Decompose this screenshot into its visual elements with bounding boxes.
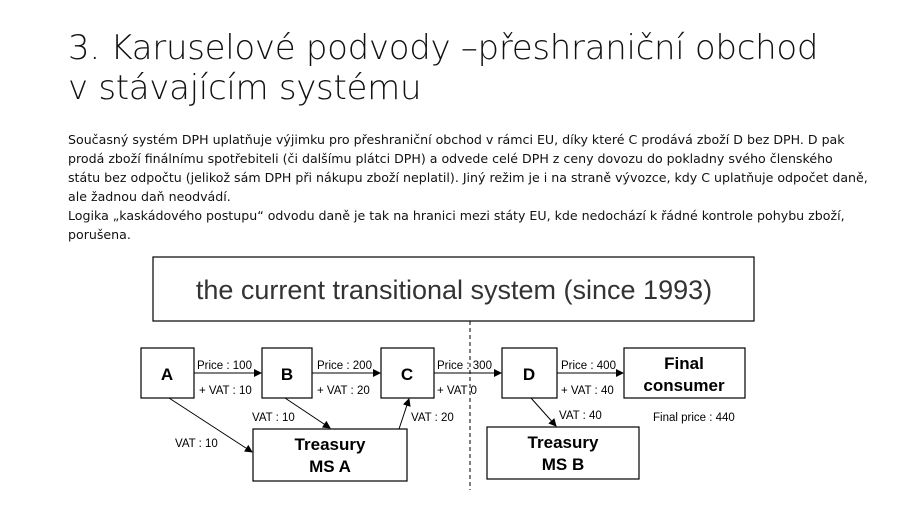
label-bc-price: Price : 200 (317, 360, 372, 372)
label-ab-vat: + VAT : 10 (199, 385, 252, 397)
title-line-1: 3. Karuselové podvody –přeshraniční obch… (68, 28, 819, 68)
arrow-d-treasury-b (530, 397, 557, 427)
node-final-consumer (623, 347, 746, 399)
final-consumer-line-1: Final (664, 354, 704, 373)
banner-text: the current transitional system (since 1… (196, 275, 712, 305)
node-c-label: C (401, 365, 413, 384)
treasury-a-line-1: Treasury (295, 435, 366, 454)
slide-title: 3. Karuselové podvody –přeshraniční obch… (68, 28, 818, 108)
banner-box (152, 256, 755, 322)
label-cd-price: Price : 300 (437, 360, 492, 372)
final-consumer-line-2: consumer (643, 376, 725, 395)
label-cd-vat: + VAT 0 (437, 385, 477, 397)
treasury-b-line-2: MS B (542, 455, 585, 474)
body-paragraph-2: Logika „kaskádového postupu“ odvodu daně… (68, 208, 845, 242)
label-ab-price: Price : 100 (197, 360, 252, 372)
node-a-label: A (161, 365, 173, 384)
label-b-treasury-vat: VAT : 10 (252, 412, 295, 424)
node-b (261, 347, 313, 399)
node-b-label: B (281, 365, 293, 384)
label-final-price: Final price : 440 (653, 412, 735, 424)
title-line-2: v stávajícím systému (68, 68, 422, 108)
label-a-treasury-vat: VAT : 10 (175, 438, 218, 450)
arrow-b-treasury-a (284, 397, 331, 429)
label-bc-vat: + VAT : 20 (317, 385, 370, 397)
node-d-label: D (523, 365, 535, 384)
label-df-vat: + VAT : 40 (561, 385, 614, 397)
body-paragraph-1: Současný systém DPH uplatňuje výjimku pr… (68, 132, 868, 204)
treasury-b-line-1: Treasury (528, 433, 599, 452)
slide-body: Současný systém DPH uplatňuje výjimku pr… (68, 130, 868, 244)
treasury-a-line-2: MS A (309, 457, 351, 476)
label-treasury-c-vat: VAT : 20 (411, 412, 454, 424)
treasury-ms-b (486, 426, 640, 480)
label-d-treasury-vat: VAT : 40 (559, 410, 602, 422)
treasury-ms-a (252, 428, 408, 482)
label-df-price: Price : 400 (561, 360, 616, 372)
arrow-treasury-a-c (398, 398, 411, 430)
arrow-a-treasury-a (168, 397, 253, 453)
